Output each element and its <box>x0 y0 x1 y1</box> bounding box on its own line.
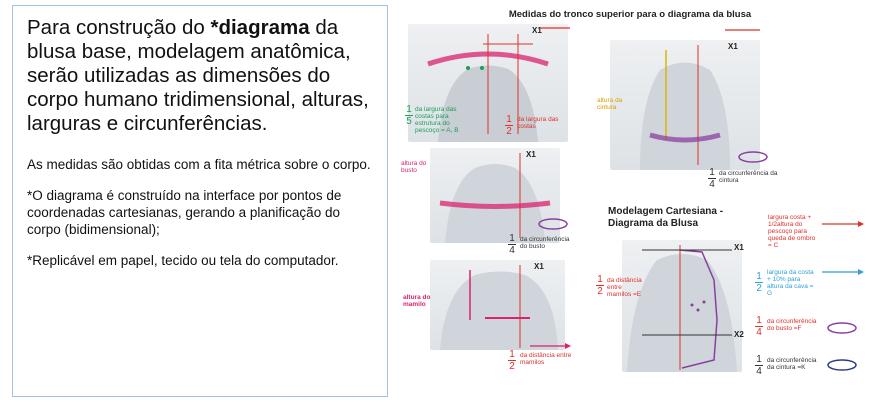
label-back-width: da largura das costas <box>517 116 559 130</box>
figure-title: Medidas do tronco superior para o diagra… <box>508 9 752 20</box>
photo-back-width: X1 <box>408 24 568 142</box>
photo-cartesian <box>622 240 742 372</box>
body-sketch-3 <box>439 153 551 243</box>
label-cart-bust: da circunferência do busto =F <box>767 318 817 332</box>
label-cart-armhole: largura da costa + 10% para altura da ca… <box>767 269 814 297</box>
paragraph-diagram: *O diagrama é construído na interface po… <box>27 188 342 237</box>
axis-x1-cartesian: X1 <box>734 243 744 252</box>
axis-x1-label-4: X1 <box>534 262 544 271</box>
paragraph-measures: As medidas são obtidas com a fita métric… <box>27 157 371 172</box>
photo-bust: X1 <box>430 148 560 243</box>
axis-x1-label-2: X1 <box>728 42 738 51</box>
photo-nipple: X1 <box>430 260 565 350</box>
axis-x1-label-3: X1 <box>526 150 536 159</box>
label-cart-waist: da circunferência da cintura =K <box>767 357 817 371</box>
intro-paragraph: Para construção do *diagrama da blusa ba… <box>27 16 377 136</box>
intro-prefix: Para construção do <box>27 16 211 39</box>
body-sketch-1 <box>427 34 549 142</box>
label-cart-nipple-distance: da distância entre mamilos =E <box>607 277 642 298</box>
paragraph-replicable: *Replicável em papel, tecido ou tela do … <box>27 253 339 268</box>
label-neck-structure: da largura das costas para estrutura do … <box>415 106 459 134</box>
body-sketch-cartesian <box>627 245 737 372</box>
label-nipple-height: altura do mamilo <box>403 294 431 308</box>
intro-bold: *diagrama <box>210 16 310 39</box>
label-bust-height: altura do busto <box>401 160 427 174</box>
body-sketch-2 <box>640 45 730 170</box>
label-cart-shoulder: largura costa + 1/2altura do pescoço par… <box>768 214 816 249</box>
label-waist-height: altura da cintura <box>597 97 623 111</box>
photo-waist: X1 <box>610 40 760 170</box>
axis-x1-label-1: X1 <box>532 26 542 35</box>
cartesian-title: Modelagem Cartesiana - Diagrama da Blusa <box>608 206 724 229</box>
label-nipple-distance: da distância entre mamilos <box>520 352 572 366</box>
label-bust-circumference: da circunferência do busto <box>520 236 570 250</box>
text-panel: Para construção do *diagrama da blusa ba… <box>12 5 388 397</box>
intro-suffix: da blusa base, modelagem anatômica, serã… <box>27 16 369 135</box>
label-waist-circumference: da circunferência da cintura <box>719 170 778 184</box>
axis-x2-cartesian: X2 <box>734 330 744 339</box>
body-sketch-4 <box>440 265 558 350</box>
